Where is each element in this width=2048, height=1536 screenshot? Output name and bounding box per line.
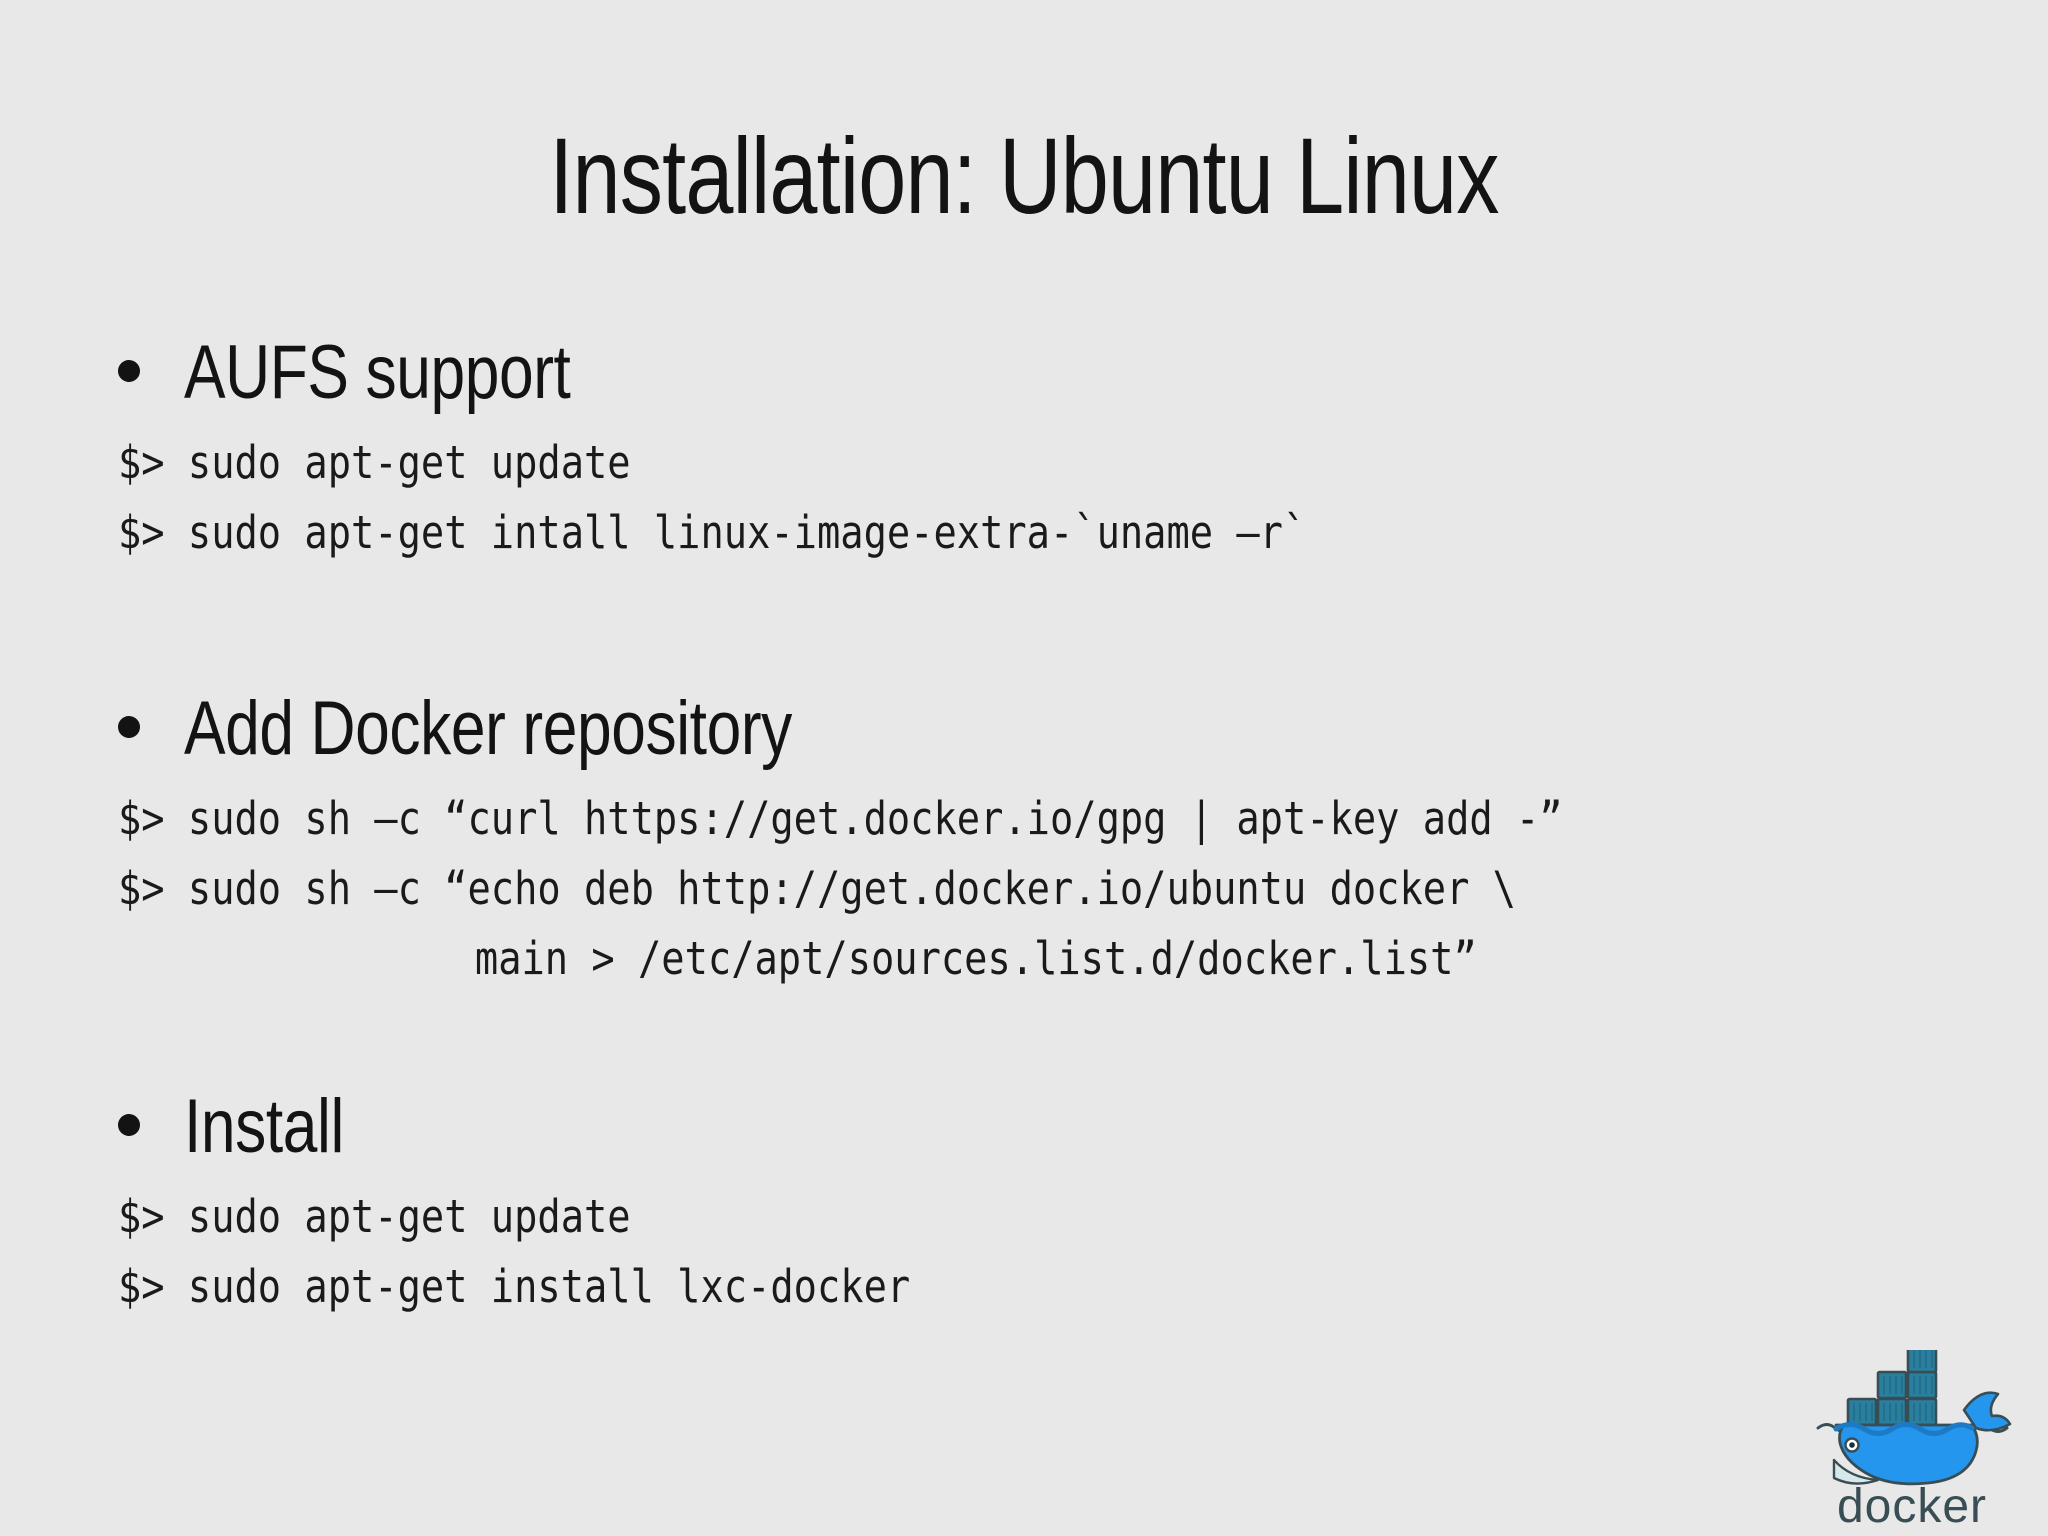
bullet-dot-icon (118, 1114, 140, 1136)
bullet-heading-add-docker-repository: Add Docker repository (118, 686, 2018, 772)
bullet-dot-icon (118, 716, 140, 738)
code-block-add-docker-repository: $> sudo sh –c “curl https://get.docker.i… (118, 784, 2018, 994)
section-aufs-support: AUFS support $> sudo apt-get update $> s… (118, 330, 2018, 568)
code-line: $> sudo apt-get intall linux-image-extra… (118, 506, 1307, 559)
bullet-heading-label: Install (184, 1084, 344, 1169)
code-line: $> sudo apt-get update (118, 436, 631, 489)
section-install: Install $> sudo apt-get update $> sudo a… (118, 1084, 2018, 1322)
code-line: $> sudo apt-get update (118, 1190, 631, 1243)
bullet-heading-install: Install (118, 1084, 2018, 1170)
code-line: $> sudo sh –c “curl https://get.docker.i… (118, 792, 1563, 845)
code-line-continuation: main > /etc/apt/sources.list.d/docker.li… (474, 932, 1477, 985)
code-line: $> sudo apt-get install lxc-docker (118, 1260, 911, 1313)
page-title: Installation: Ubuntu Linux (549, 115, 1499, 236)
docker-whale-icon: docker (1816, 1350, 2012, 1530)
slide-body: AUFS support $> sudo apt-get update $> s… (118, 330, 2018, 1322)
code-block-aufs-support: $> sudo apt-get update $> sudo apt-get i… (118, 428, 2018, 568)
docker-logo: docker (1804, 1350, 2020, 1530)
bullet-heading-label: Add Docker repository (184, 686, 792, 771)
section-add-docker-repository: Add Docker repository $> sudo sh –c “cur… (118, 686, 2018, 994)
code-line: $> sudo sh –c “echo deb http://get.docke… (118, 862, 1516, 915)
docker-wordmark: docker (1837, 1480, 1987, 1530)
bullet-heading-label: AUFS support (184, 330, 571, 415)
bullet-heading-aufs-support: AUFS support (118, 330, 2018, 416)
code-block-install: $> sudo apt-get update $> sudo apt-get i… (118, 1182, 2018, 1322)
bullet-dot-icon (118, 360, 140, 382)
